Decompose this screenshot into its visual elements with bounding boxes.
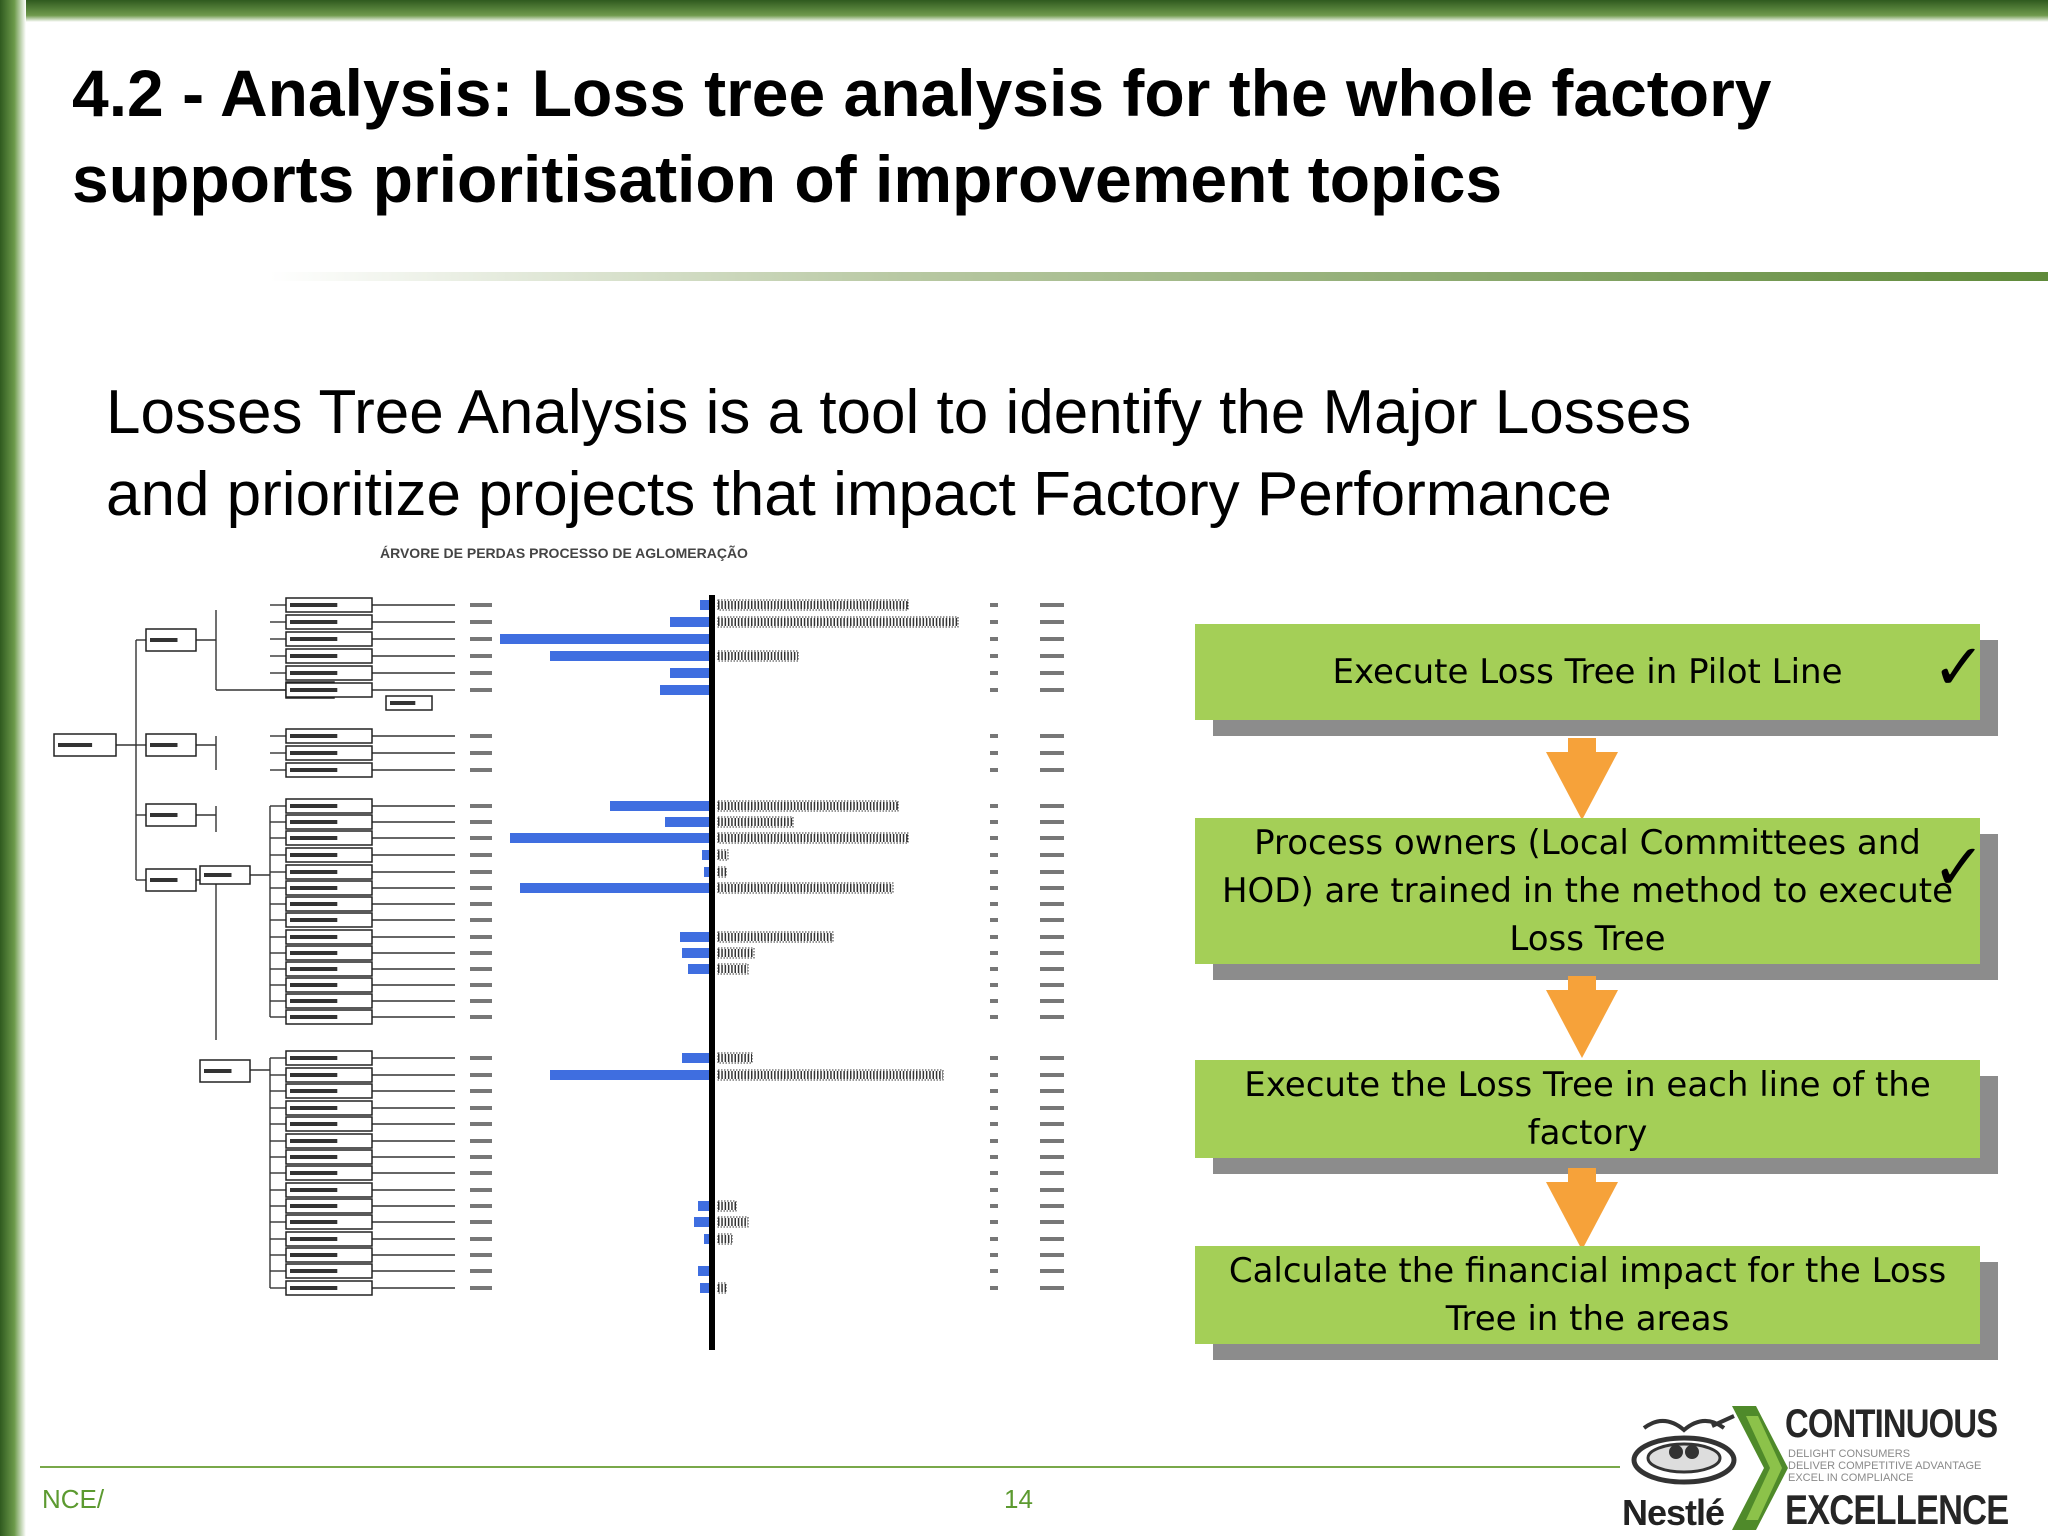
loss-bar: [682, 1053, 710, 1063]
intro-line-1: Losses Tree Analysis is a tool to identi…: [106, 378, 1692, 447]
step-1-label: Execute Loss Tree in Pilot Line: [1332, 652, 1843, 692]
tree-structure: [116, 604, 455, 1289]
continuous-excellence-logo: CONTINUOUS DELIGHT CONSUMERS DELIVER COM…: [1620, 1402, 2045, 1533]
step-3-box: Execute the Loss Tree in each line of th…: [1195, 1060, 1980, 1158]
step-2-label: Process owners (Local Committees and HOD…: [1221, 823, 1954, 959]
tree-value-columns: [470, 603, 1064, 1290]
loss-bar: [704, 867, 710, 877]
loss-bar: [660, 685, 710, 695]
step-4-box: Calculate the financial impact for the L…: [1195, 1246, 1980, 1344]
loss-bar: [702, 850, 710, 860]
step-4-label: Calculate the financial impact for the L…: [1228, 1251, 1947, 1339]
loss-bar: [698, 1201, 710, 1211]
checkmark-icon: ✓: [1932, 831, 1986, 905]
title-divider: [270, 272, 2048, 281]
loss-bar: [700, 600, 710, 610]
loss-bar: [704, 1234, 710, 1244]
nestle-nest-emblem: [1631, 1414, 1737, 1485]
logo-tagline-3: EXCEL IN COMPLIANCE: [1788, 1472, 1914, 1484]
checkmark-icon: ✓: [1932, 631, 1986, 705]
logo-nestle-wordmark: Nestlé: [1622, 1492, 1725, 1533]
title-line-2: supports prioritisation of improvement t…: [72, 142, 1503, 216]
down-arrow-icon: [1546, 1168, 1618, 1250]
loss-bar: [670, 617, 710, 627]
logo-word-continuous: CONTINUOUS: [1785, 1402, 1998, 1446]
loss-bar: [680, 932, 710, 942]
loss-tree-figure: ÁRVORE DE PERDAS PROCESSO DE AGLOMERAÇÃO: [53, 544, 1064, 1350]
logo-word-excellence: EXCELLENCE: [1785, 1486, 2009, 1533]
loss-bar: [688, 964, 710, 974]
logo-tagline-1: DELIGHT CONSUMERS: [1788, 1448, 1911, 1460]
loss-bar: [550, 1070, 710, 1080]
loss-bar: [510, 833, 710, 843]
title-line-1: 4.2 - Analysis: Loss tree analysis for t…: [72, 56, 1772, 130]
loss-bar: [670, 668, 710, 678]
loss-bar: [682, 948, 710, 958]
loss-bar: [694, 1217, 710, 1227]
intro-line-2: and prioritize projects that impact Fact…: [106, 460, 1612, 529]
down-arrow-icon: [1546, 738, 1618, 820]
tree-nodes: [53, 597, 433, 1296]
loss-bar: [698, 1266, 710, 1276]
step-3-label: Execute the Loss Tree in each line of th…: [1244, 1065, 1931, 1153]
page-number: 14: [1004, 1484, 1033, 1514]
down-arrow-icon: [1546, 976, 1618, 1058]
step-1-box: Execute Loss Tree in Pilot Line: [1195, 624, 1980, 720]
loss-bar: [550, 651, 710, 661]
footer-divider: [40, 1466, 1620, 1468]
loss-tree-figure-title: ÁRVORE DE PERDAS PROCESSO DE AGLOMERAÇÃO: [380, 544, 748, 561]
top-frame-band: [0, 0, 2048, 22]
step-2-box: Process owners (Local Committees and HOD…: [1195, 818, 1980, 964]
loss-bar: [520, 883, 710, 893]
loss-bars: [500, 599, 959, 1294]
footer-label: NCE/: [42, 1484, 105, 1514]
loss-bar: [700, 1283, 710, 1293]
logo-tagline-2: DELIVER COMPETITIVE ADVANTAGE: [1788, 1460, 1982, 1472]
chevron-arrows-icon: [1732, 1406, 1788, 1530]
loss-bar: [665, 817, 710, 827]
intro-text: Losses Tree Analysis is a tool to identi…: [106, 372, 1966, 536]
loss-bar: [610, 801, 710, 811]
loss-bar: [500, 634, 710, 644]
left-frame-band: [0, 0, 26, 1536]
slide-title: 4.2 - Analysis: Loss tree analysis for t…: [72, 50, 2012, 222]
